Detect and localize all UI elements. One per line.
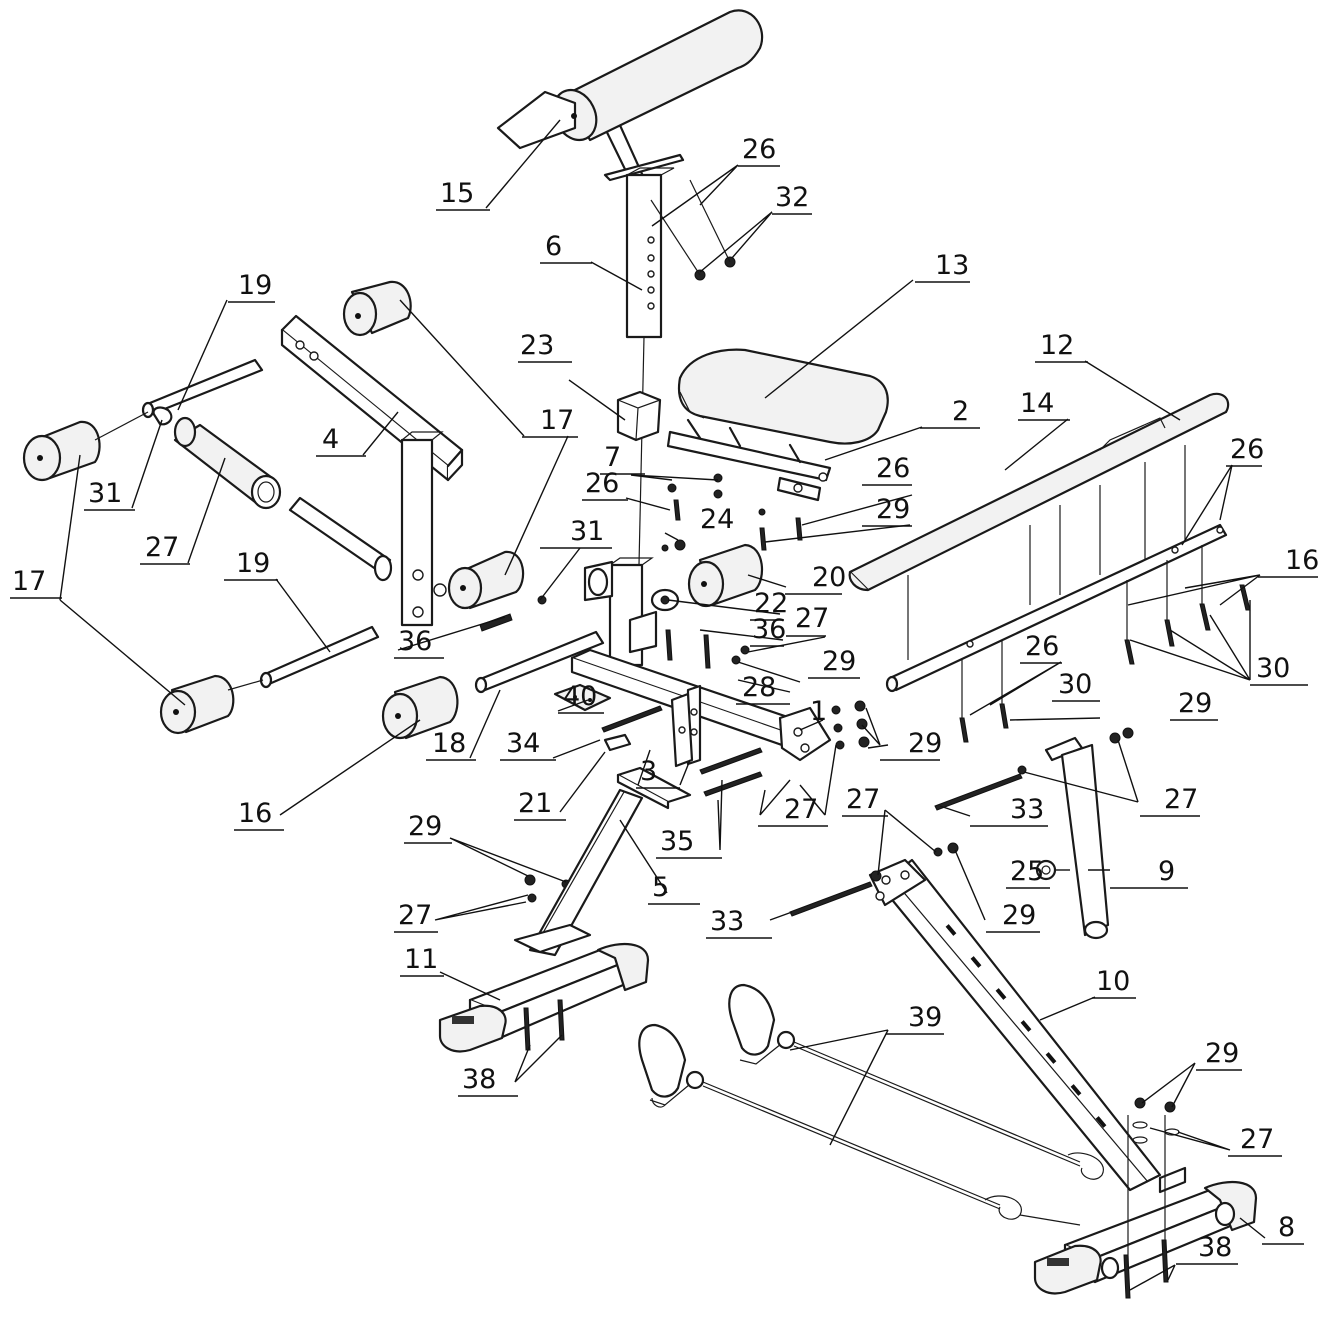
part-39-band-right	[728, 983, 1104, 1180]
callout-13: 13	[935, 250, 969, 281]
callout-11: 11	[404, 944, 438, 975]
part-16-roller-right	[687, 543, 764, 608]
callout-17-left: 17	[12, 566, 46, 597]
callout-36-left: 36	[398, 626, 432, 657]
callout-28: 28	[742, 672, 776, 703]
part-12-backrest-pad	[848, 392, 1230, 592]
part-2-seat-bracket	[666, 418, 832, 502]
callout-32: 32	[775, 182, 809, 213]
part-5-front-leg	[513, 766, 692, 957]
part-19-shaft-bottom	[259, 625, 380, 689]
part-14-backrest-frame	[907, 445, 1186, 660]
callout-29-mid: 24	[700, 504, 734, 535]
part-22-knob	[650, 588, 680, 612]
part-7-rail	[885, 523, 1228, 693]
part-30-bolts	[959, 545, 1251, 743]
part-17-roller-top-right	[342, 280, 412, 337]
callout-16-left: 16	[238, 798, 272, 829]
part-13-seat-pad	[677, 348, 889, 445]
callout-7: 26	[1230, 434, 1264, 465]
callout-19-top: 19	[238, 270, 272, 301]
callout-3: 3	[640, 756, 657, 787]
callout-24: 31	[88, 478, 122, 509]
callout-31-right: 29	[876, 494, 910, 525]
callout-26-mid: 7	[604, 442, 621, 473]
callout-16-right: 20	[812, 562, 846, 593]
part-3-arm-plates	[670, 692, 694, 768]
callout-29-bottom: 29	[1205, 1038, 1239, 1069]
callout-39: 39	[908, 1002, 942, 1033]
callout-40: 40	[563, 681, 597, 712]
part-23-square-sleeve	[616, 390, 662, 442]
callout-12: 12	[1040, 330, 1074, 361]
callout-27-top: 31	[570, 516, 604, 547]
callout-27-left: 27	[398, 900, 432, 931]
callout-26-lower: 26	[1025, 631, 1059, 662]
callout-25: 25	[1010, 856, 1044, 887]
part-11-front-base	[438, 943, 650, 1053]
callout-4: 4	[322, 424, 339, 455]
callout-26-far-right: 16	[1285, 545, 1319, 576]
part-20-tube	[173, 416, 393, 582]
callout-34: 34	[506, 728, 540, 759]
callout-26-right: 26	[876, 453, 910, 484]
callout-29-left: 29	[408, 811, 442, 842]
callout-2: 2	[952, 396, 969, 427]
callout-23: 23	[520, 330, 554, 361]
callout-8: 8	[1278, 1212, 1295, 1243]
part-18-shaft	[474, 630, 605, 694]
callout-35: 35	[660, 826, 694, 857]
part-17-roller-center	[447, 550, 525, 610]
callout-30-mid: 30	[1058, 669, 1092, 700]
callout-36-right: 36	[752, 614, 786, 645]
callout-27-lower: 27	[784, 794, 818, 825]
part-19-shaft-top	[141, 358, 264, 419]
callout-17-center: 17	[540, 405, 574, 436]
callout-5: 5	[652, 872, 669, 903]
callout-22: 22	[754, 588, 788, 619]
callout-labels: 15 26 32 6 13 19 23 12 14 4 17 2 26 7 26…	[10, 134, 1319, 1265]
callout-9: 9	[1158, 856, 1175, 887]
callout-29-mid-right: 29	[822, 646, 856, 677]
callout-19-bottom: 19	[236, 548, 270, 579]
part-17-roller-left	[22, 420, 101, 482]
part-9-stand	[789, 727, 1134, 940]
callout-6: 6	[545, 231, 562, 262]
callout-15: 15	[440, 178, 474, 209]
callout-31-left: 26	[585, 468, 619, 499]
callout-27-mid: 27	[795, 603, 829, 634]
callout-10: 10	[1096, 966, 1130, 997]
part-17-roller-bottom-left	[159, 674, 235, 735]
callout-38-right: 38	[1198, 1232, 1232, 1263]
callout-26-top: 26	[742, 134, 776, 165]
part-32-bolts	[650, 179, 736, 281]
part-24-pin	[152, 406, 173, 426]
callout-29-center: 29	[1002, 900, 1036, 931]
callout-29-right: 29	[1178, 688, 1212, 719]
callout-38-left: 38	[462, 1064, 496, 1095]
part-39-band-left	[638, 1023, 1081, 1226]
callout-21: 21	[518, 788, 552, 819]
part-4-leg-arm	[280, 314, 464, 627]
callout-27-center-right: 27	[846, 784, 880, 815]
part-25-knob	[1035, 859, 1057, 881]
callout-27-right: 27	[1164, 784, 1198, 815]
part-10-rear-leg	[868, 858, 1162, 1192]
leader-lines	[59, 119, 1266, 1291]
callout-33-right: 33	[1010, 794, 1044, 825]
callout-33-left: 33	[710, 906, 744, 937]
callout-27-bottom: 27	[1240, 1124, 1274, 1155]
part-6-vertical-post	[603, 153, 685, 611]
fasteners	[479, 473, 870, 903]
callout-14: 14	[1020, 388, 1054, 419]
callout-1: 1	[810, 696, 827, 727]
part-21-bracket	[603, 733, 632, 752]
callout-30-right: 30	[1256, 653, 1290, 684]
callout-18: 18	[432, 728, 466, 759]
callout-29-lower-right: 29	[908, 728, 942, 759]
callout-20: 27	[145, 532, 179, 563]
